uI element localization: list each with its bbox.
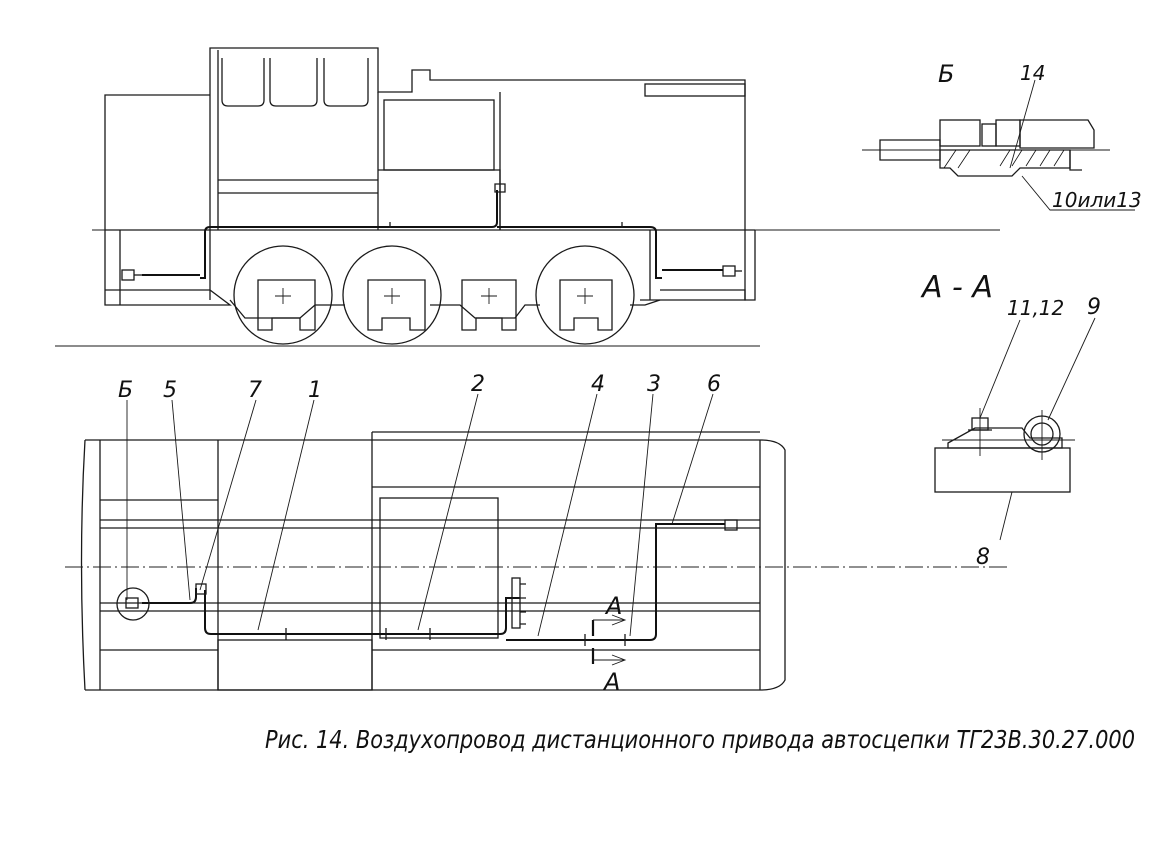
callout-b: Б [118, 378, 133, 403]
callout-8: 8 [976, 545, 990, 570]
section-aa-title: А - А [920, 270, 993, 305]
section-mark-a-top: А [604, 592, 622, 620]
callout-7: 7 [248, 378, 262, 403]
locomotive-side-view [55, 47, 1000, 347]
figure-caption: Рис. 14. Воздухопровод дистанционного пр… [265, 725, 1135, 754]
callout-4: 4 [591, 372, 605, 397]
detail-b-view [862, 79, 1135, 211]
callout-10-or-13: 10или13 [1052, 188, 1142, 212]
callout-9: 9 [1087, 295, 1101, 320]
callout-14: 14 [1020, 61, 1045, 85]
callout-1: 1 [308, 378, 322, 403]
callout-leaders [126, 393, 714, 637]
callout-2: 2 [471, 372, 485, 397]
detail-b-title: Б [938, 60, 954, 88]
callout-3: 3 [647, 372, 661, 397]
locomotive-plan-view [65, 431, 1010, 691]
section-mark-a-bottom: А [602, 668, 620, 696]
callout-11-12: 11,12 [1007, 296, 1064, 320]
callout-5: 5 [163, 378, 177, 403]
callout-6: 6 [707, 372, 721, 397]
section-aa-view [934, 317, 1096, 541]
section-cut-marks [591, 614, 627, 666]
